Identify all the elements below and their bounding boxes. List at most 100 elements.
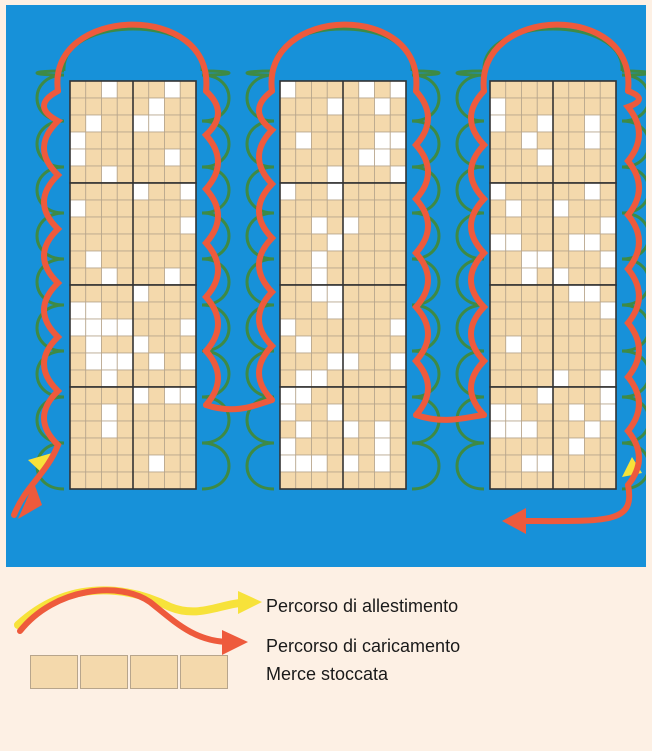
stock-cell: [311, 131, 328, 150]
empty-slot: [552, 267, 570, 286]
stock-cell: [584, 437, 601, 456]
stock-cell: [342, 403, 360, 422]
stock-cell: [279, 352, 297, 371]
stock-cell: [69, 233, 87, 252]
empty-slot: [311, 267, 328, 286]
stock-cell: [279, 284, 297, 303]
stock-cell: [179, 267, 197, 286]
stock-cell: [85, 267, 102, 286]
stock-cell: [148, 267, 165, 286]
stock-cell: [389, 335, 407, 354]
stock-cell: [295, 114, 312, 133]
empty-slot: [505, 233, 522, 252]
stock-cell: [164, 335, 181, 354]
stock-cell: [116, 386, 134, 405]
loading-route: [201, 88, 221, 408]
empty-slot: [132, 284, 150, 303]
stock-cell: [599, 352, 617, 371]
empty-slot: [295, 454, 312, 473]
stock-cell: [132, 148, 150, 167]
stock-cell: [101, 284, 118, 303]
stock-cell: [489, 267, 507, 286]
empty-slot: [521, 267, 538, 286]
stock-cell: [295, 216, 312, 235]
stock-cell: [132, 97, 150, 116]
empty-slot: [521, 420, 538, 439]
empty-slot: [311, 454, 328, 473]
stock-cell: [164, 437, 181, 456]
stock-cell: [584, 148, 601, 167]
stock-cell: [358, 114, 375, 133]
stock-cell: [311, 80, 328, 99]
empty-slot: [85, 301, 102, 320]
stock-cell: [389, 233, 407, 252]
stock-cell: [326, 267, 344, 286]
stock-cell: [279, 233, 297, 252]
empty-slot: [279, 386, 297, 405]
stock-cell: [389, 199, 407, 218]
stock-cell: [358, 420, 375, 439]
stock-cell: [584, 454, 601, 473]
stock-cell: [311, 233, 328, 252]
stock-cell: [521, 386, 538, 405]
stock-cell: [326, 250, 344, 269]
stock-cell: [489, 284, 507, 303]
stock-cell: [584, 267, 601, 286]
stock-cell: [584, 301, 601, 320]
stock-cell: [132, 352, 150, 371]
stock-cell: [521, 335, 538, 354]
stock-cell: [69, 80, 87, 99]
stock-cell: [568, 335, 585, 354]
empty-slot: [279, 454, 297, 473]
stock-cell: [389, 403, 407, 422]
warehouse-layout: [6, 5, 646, 567]
rack-right: [489, 80, 617, 490]
stock-cell: [179, 199, 197, 218]
stock-cell: [132, 267, 150, 286]
empty-slot: [552, 199, 570, 218]
stock-cell: [69, 454, 87, 473]
stock-cell: [132, 437, 150, 456]
stock-cell: [536, 80, 554, 99]
empty-slot: [132, 386, 150, 405]
stock-cell: [342, 301, 360, 320]
stock-cell: [568, 454, 585, 473]
stock-cell: [101, 386, 118, 405]
empty-slot: [599, 301, 617, 320]
stock-cell: [568, 80, 585, 99]
stock-cell: [489, 352, 507, 371]
stock-cell: [552, 437, 570, 456]
stock-cell: [85, 131, 102, 150]
empty-slot: [584, 420, 601, 439]
empty-slot: [85, 250, 102, 269]
stock-cell: [389, 301, 407, 320]
stock-cell: [30, 655, 78, 689]
stock-cell: [69, 437, 87, 456]
loading-route: [268, 21, 420, 94]
rack-middle: [279, 80, 407, 490]
loading-route: [54, 21, 210, 94]
loading-route: [411, 88, 431, 418]
stock-cell: [552, 216, 570, 235]
stock-cell: [116, 284, 134, 303]
stock-cell: [342, 97, 360, 116]
stock-cell: [552, 471, 570, 490]
empty-slot: [164, 267, 181, 286]
stock-cell: [599, 199, 617, 218]
stock-cell: [584, 352, 601, 371]
stock-cell: [358, 437, 375, 456]
stock-cell: [116, 97, 134, 116]
empty-slot: [295, 420, 312, 439]
empty-slot: [295, 386, 312, 405]
stock-cell: [279, 369, 297, 388]
stock-cell: [179, 437, 197, 456]
stock-cell: [311, 420, 328, 439]
loading-route: [513, 482, 633, 525]
stock-cell: [536, 403, 554, 422]
stock-cell: [295, 471, 312, 490]
stock-cell: [279, 216, 297, 235]
stock-cell: [374, 403, 391, 422]
stock-cell: [552, 148, 570, 167]
stock-cell: [374, 165, 391, 184]
stock-cell: [311, 114, 328, 133]
